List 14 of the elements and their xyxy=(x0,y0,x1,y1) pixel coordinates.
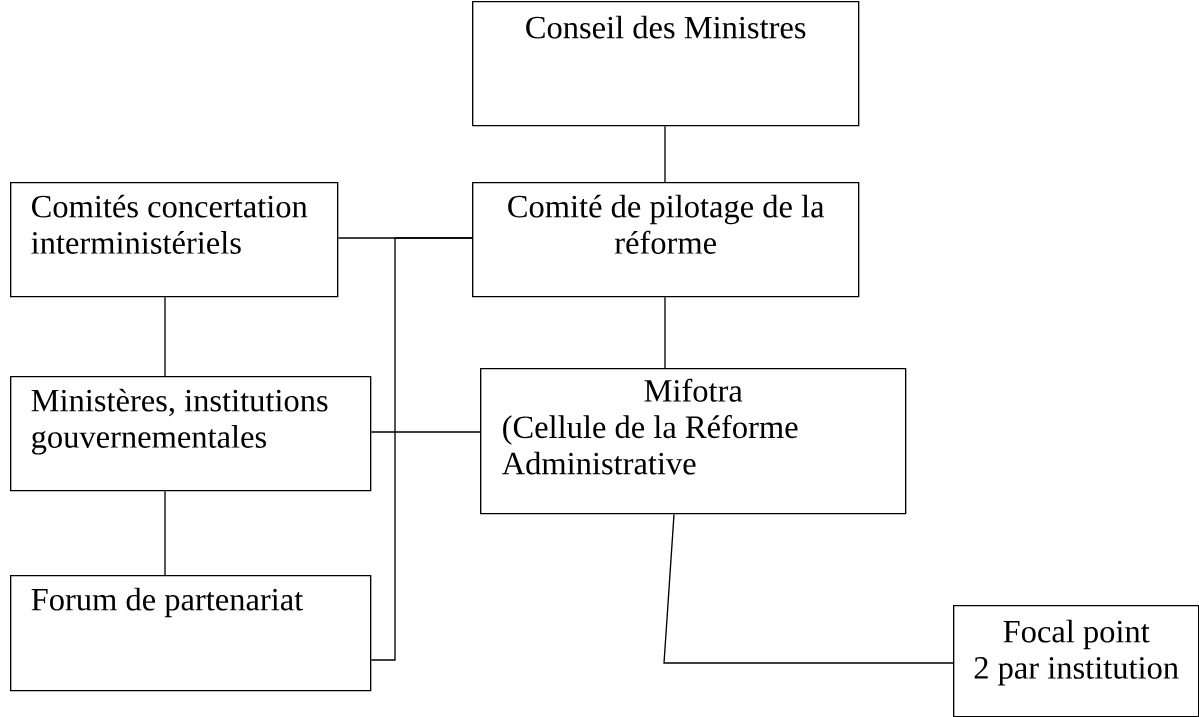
connector-line xyxy=(370,431,481,433)
connector-line xyxy=(663,513,954,664)
connector-line xyxy=(664,125,666,183)
org-box: Mifotra (Cellule de la Réforme Administrative xyxy=(480,368,907,515)
connector-line xyxy=(164,296,166,377)
connector-line xyxy=(370,237,473,661)
org-box: Comité de pilotage de la réforme xyxy=(472,182,860,298)
org-box: Focal point 2 par institution xyxy=(953,605,1199,717)
connector-line xyxy=(164,490,166,576)
org-box: Comités concertation interministériels xyxy=(10,182,339,298)
org-box: Ministères, institutions gouvernementales xyxy=(10,376,372,492)
connector-line xyxy=(664,296,666,369)
org-box: Conseil des Ministres xyxy=(472,1,860,127)
org-box: Forum de partenariat xyxy=(10,575,372,692)
